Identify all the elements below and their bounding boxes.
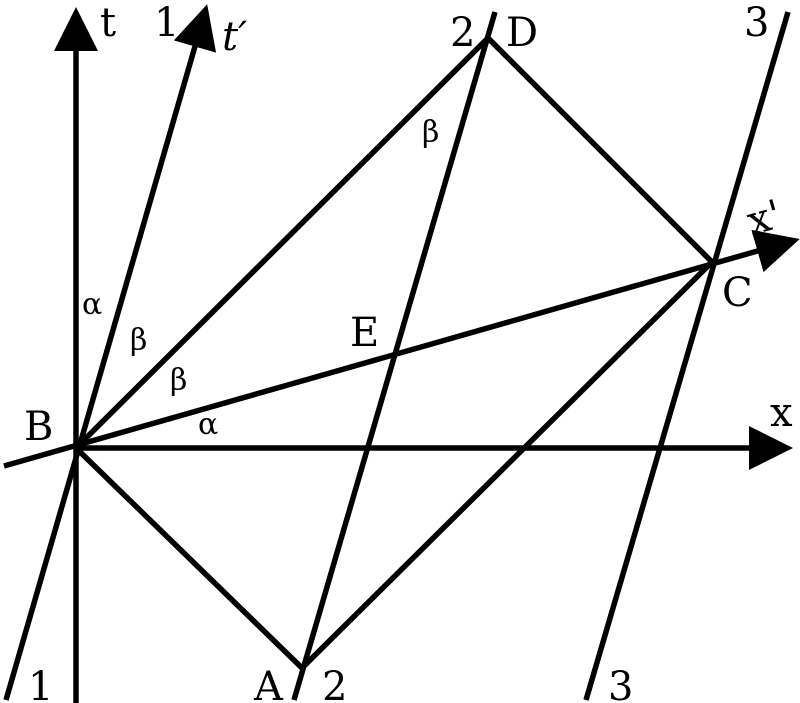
- angle-beta-upper-label: β: [130, 323, 147, 358]
- light-ray-D-C: [486, 36, 714, 264]
- light-ray-B-D: [74, 36, 490, 450]
- worldline-1-top-label: 1: [154, 0, 179, 46]
- t-prime-axis-label: t′: [222, 14, 247, 60]
- point-A-label: A: [253, 664, 284, 703]
- angle-beta-D-label: β: [422, 115, 439, 150]
- worldline-3-bottom-label: 3: [608, 664, 633, 703]
- light-ray-B-A: [74, 446, 304, 670]
- worldline-3-top-label: 3: [744, 0, 769, 46]
- worldline-1-t-prime-axis: [3, 4, 217, 701]
- angle-alpha-x-label: α: [198, 407, 218, 442]
- x-prime-axis: [3, 229, 800, 469]
- x-prime-axis-label: x': [742, 192, 787, 245]
- worldline-3: [583, 11, 791, 701]
- x-axis-label: x: [770, 390, 793, 436]
- worldline-2: [291, 11, 498, 701]
- point-C-label: C: [722, 270, 753, 316]
- light-ray-A-C: [300, 260, 714, 670]
- angle-beta-lower-label: β: [170, 363, 187, 398]
- worldline-2-top-label: 2: [450, 10, 475, 56]
- point-B-label: B: [24, 404, 53, 450]
- worldline-2-bottom-label: 2: [322, 664, 347, 703]
- angle-alpha-t-label: α: [82, 287, 102, 322]
- t-axis-label: t: [100, 0, 116, 46]
- point-D-label: D: [506, 10, 538, 56]
- worldline-1-bottom-label: 1: [28, 664, 53, 703]
- point-E-label: E: [350, 310, 379, 356]
